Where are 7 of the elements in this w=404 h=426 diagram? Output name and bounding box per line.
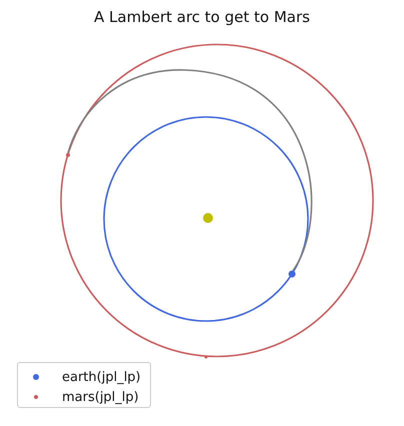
chart-title: A Lambert arc to get to Mars <box>93 8 311 26</box>
mars-dot <box>66 153 70 157</box>
sun-dot <box>203 213 213 223</box>
legend-label: earth(jpl_lp) <box>62 370 141 384</box>
earth-dot <box>288 270 296 278</box>
legend-label: mars(jpl_lp) <box>62 390 139 404</box>
transfer-arc <box>67 69 312 271</box>
